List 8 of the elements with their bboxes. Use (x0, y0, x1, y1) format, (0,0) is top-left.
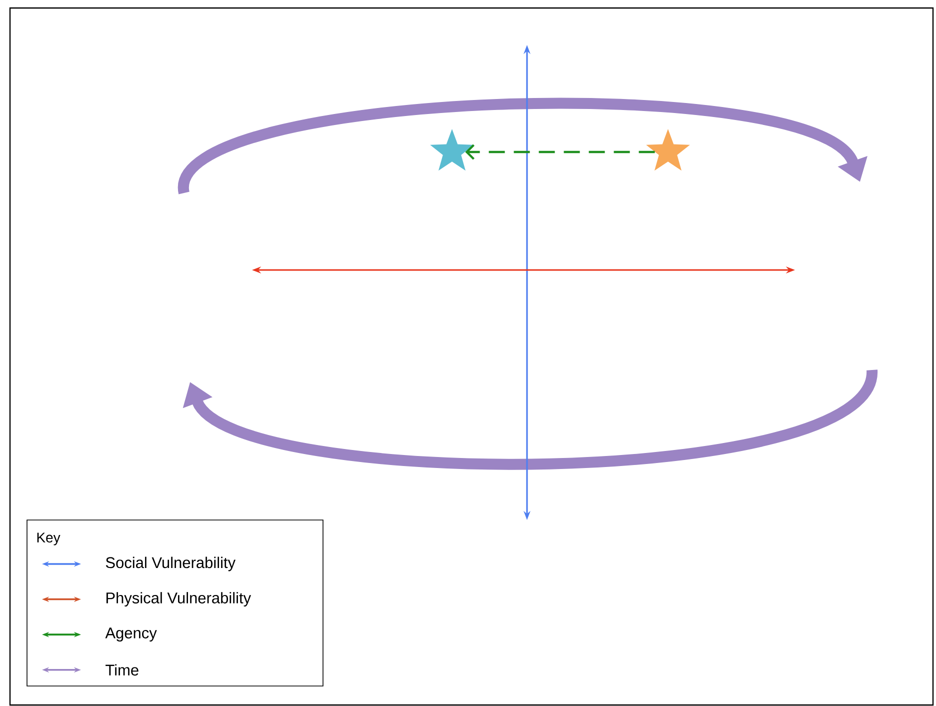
legend-text: Agency (105, 628, 157, 642)
legend-text: Social Vulnerability (106, 556, 236, 572)
legend-text: Time (106, 664, 138, 676)
arrow (465, 144, 655, 160)
star-icon (646, 128, 690, 171)
star-icon (430, 128, 474, 171)
legend-title: Key (37, 532, 60, 546)
legend-text: Physical Vulnerability (106, 592, 252, 606)
